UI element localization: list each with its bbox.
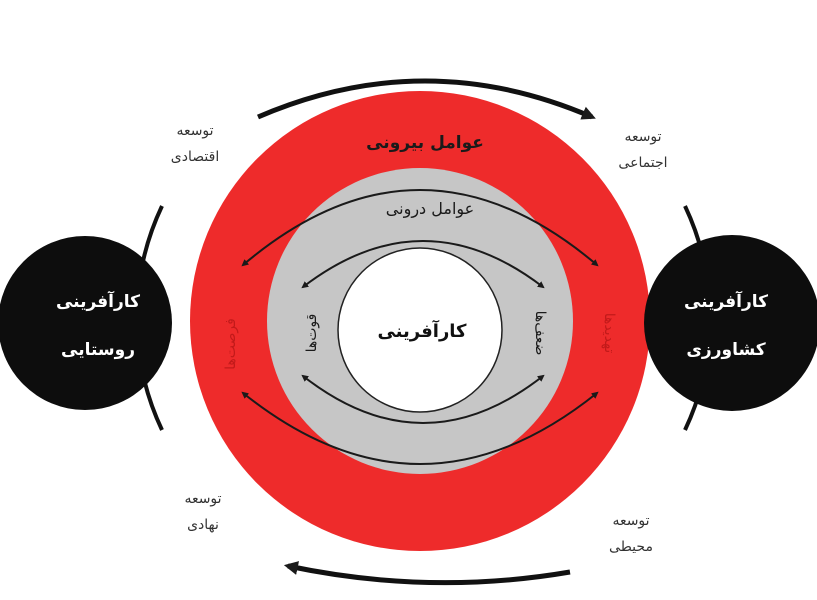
rural-node-line1: کارآفرینی [56, 290, 140, 312]
opportunities-label: فرصت‌ها [223, 318, 239, 370]
corner-line1: توسعه [176, 123, 214, 139]
inner-bottom-arrow [301, 374, 545, 424]
bottom-flow-arrow [283, 561, 571, 586]
environmental-development-label: توسعه محیطی [576, 508, 686, 560]
top-flow-arrow [257, 78, 596, 120]
outer-bottom-arrow [241, 391, 599, 465]
center-label: کارآفرینی [377, 319, 467, 342]
outer-top-arrow [241, 189, 599, 267]
weaknesses-label: ضعف‌ها [532, 311, 548, 356]
strengths-label: قوت‌ها [304, 314, 320, 353]
corner-line1: توسعه [612, 513, 650, 529]
social-development-label: توسعه اجتماعی [588, 124, 698, 176]
inner-ring-title: عوامل درونی [386, 199, 474, 219]
rural-entrepreneurship-node [0, 236, 172, 410]
corner-line2: محیطی [609, 539, 653, 555]
agri-node-line2: کشاورزی [686, 340, 765, 360]
rural-node-line2: روستایی [61, 340, 135, 360]
threats-label: تهدیدها [601, 313, 617, 354]
corner-line2: اجتماعی [618, 155, 668, 171]
inner-top-arrow [301, 240, 545, 289]
agricultural-entrepreneurship-node [644, 235, 817, 411]
agri-node-line1: کارآفرینی [684, 290, 768, 312]
corner-line2: اقتصادی [170, 149, 220, 165]
economic-development-label: توسعه اقتصادی [140, 118, 250, 170]
institutional-development-label: توسعه نهادی [148, 486, 258, 538]
core-circle [337, 247, 503, 413]
corner-line1: توسعه [184, 491, 222, 507]
corner-line2: نهادی [187, 517, 219, 533]
corner-line1: توسعه [624, 129, 662, 145]
outer-ring-title: عوامل بیرونی [366, 133, 484, 153]
